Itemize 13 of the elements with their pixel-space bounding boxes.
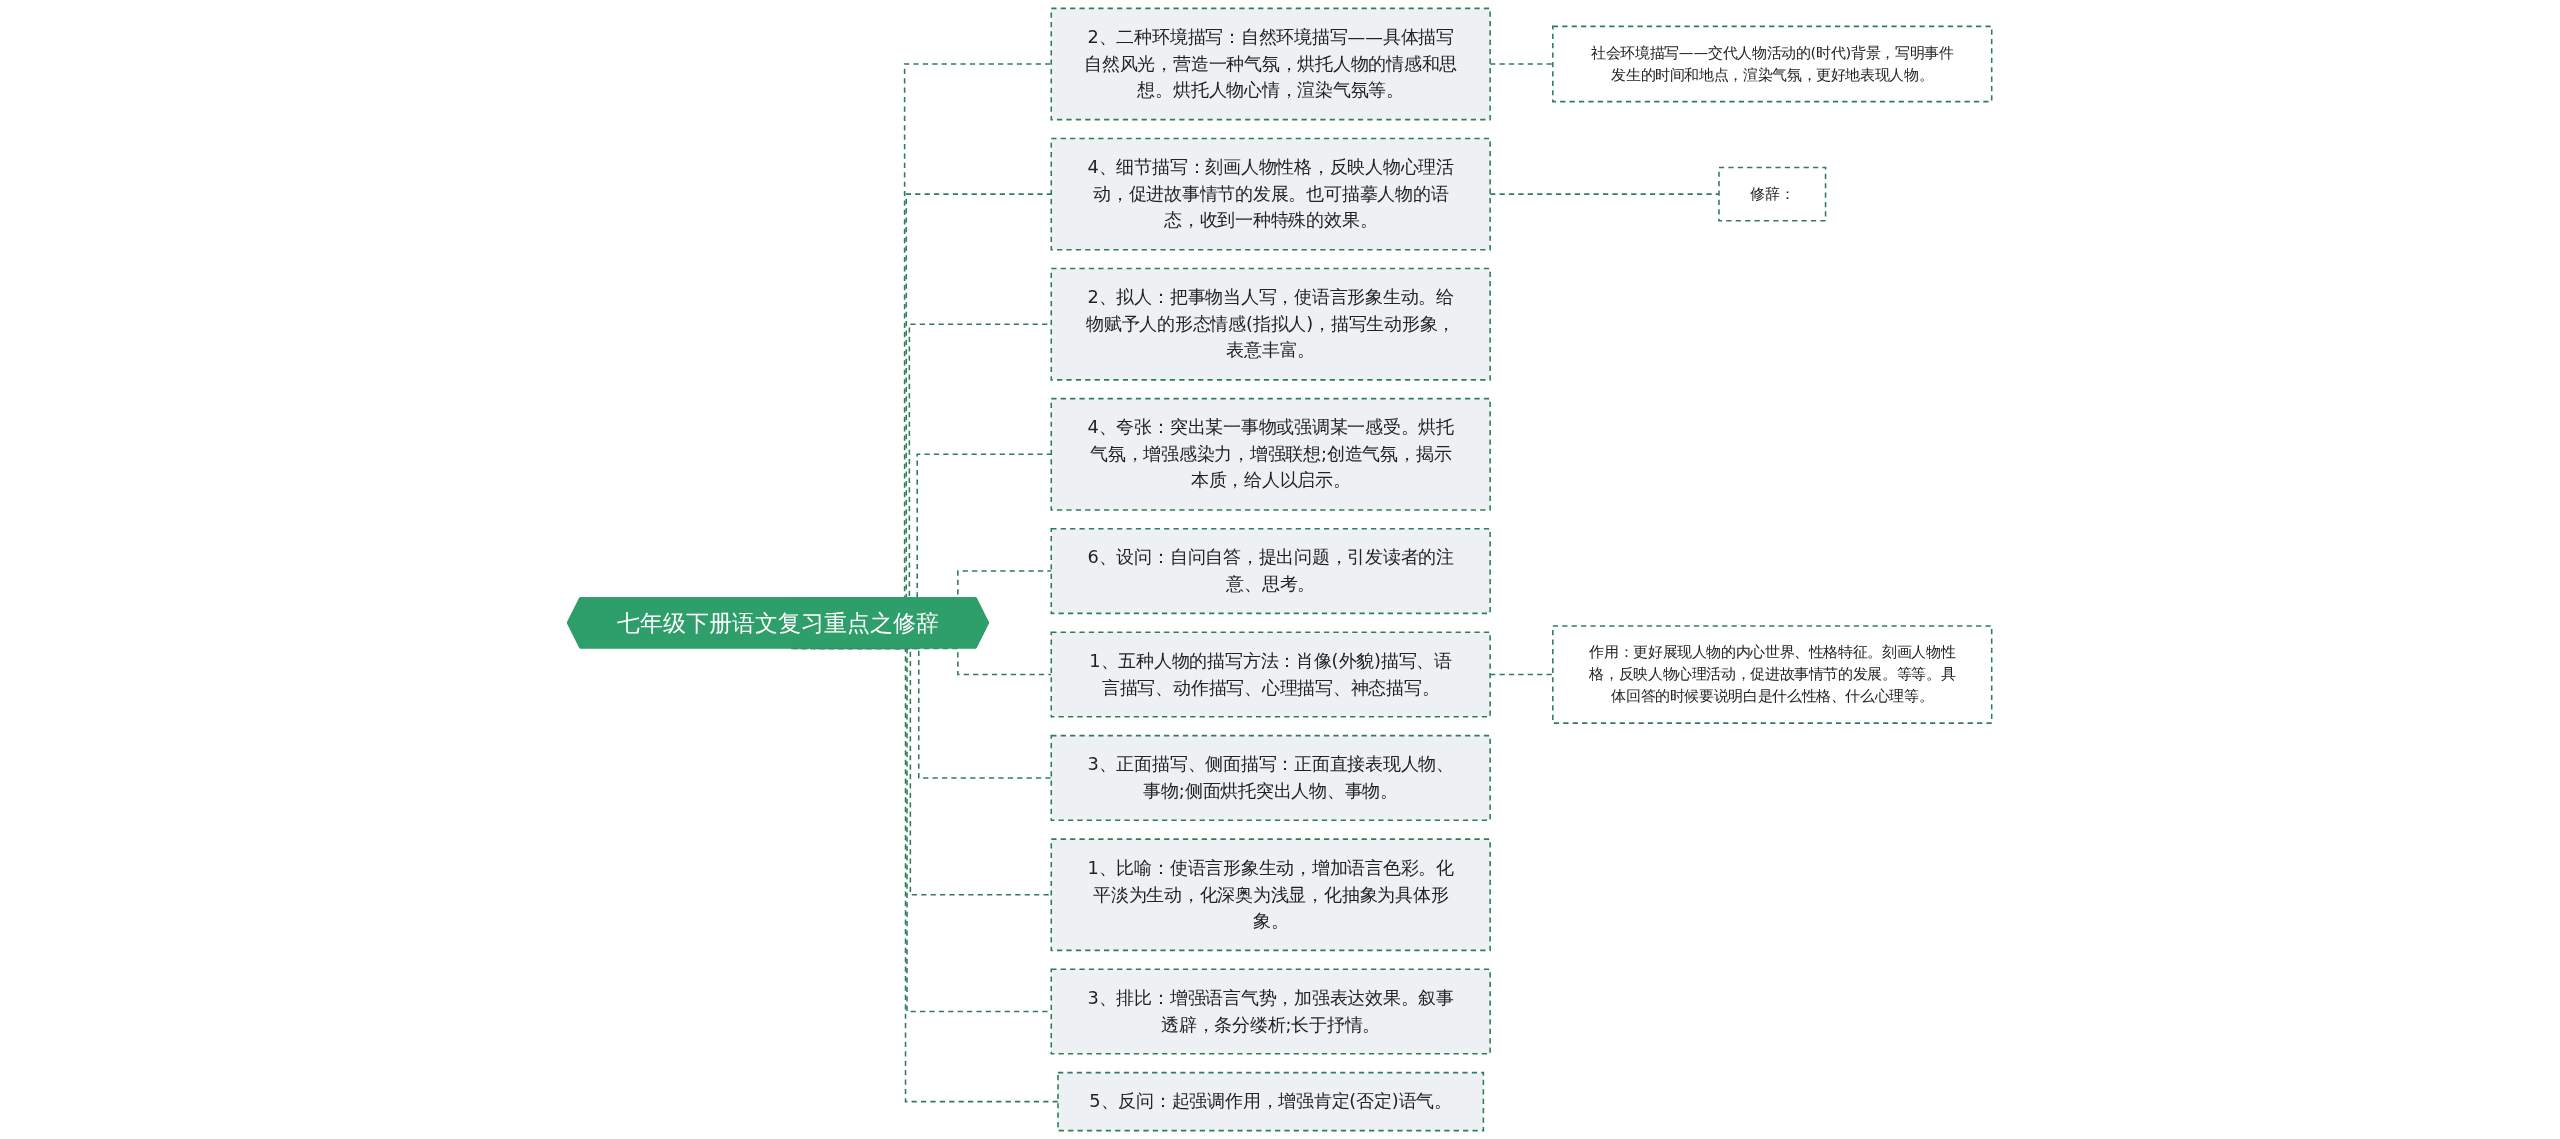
node-box: 3、正面描写、侧面描写：正面直接表现人物、事物;侧面烘托突出人物、事物。: [1050, 734, 1492, 822]
node-box: 修辞：: [1718, 166, 1827, 222]
node-box: 6、设问：自问自答，提出问题，引发读者的注意、思考。: [1050, 527, 1492, 615]
node-box: 1、比喻：使语言形象生动，增加语言色彩。化平淡为生动，化深奥为浅显，化抽象为具体形象。: [1050, 838, 1492, 952]
node-box: 5、反问：起强调作用，增强肯定(否定)语气。: [1057, 1071, 1485, 1132]
node-box: 4、夸张：突出某一事物或强调某一感受。烘托气氛，增强感染力，增强联想;创造气氛，揭示本质，给人以启示。: [1050, 397, 1492, 511]
node-box: 社会环境描写——交代人物活动的(时代)背景，写明事件发生的时间和地点，渲染气氛，更好地表现人物。: [1552, 25, 1993, 103]
node-box: 4、细节描写：刻画人物性格，反映人物心理活动，促进故事情节的发展。也可描摹人物的语态，收到一种特殊的效果。: [1050, 137, 1492, 251]
node-box: 作用：更好展现人物的内心世界、性格特征。刻画人物性格，反映人物心理活动，促进故事情节的发展。等等。具体回答的时候要说明白是什么性格、什么心理等。: [1552, 625, 1993, 724]
node-box: 2、二种环境描写：自然环境描写——具体描写自然风光，营造一种气氛，烘托人物的情感和思想。烘托人物心情，渲染气氛等。: [1050, 7, 1492, 121]
node-box: 1、五种人物的描写方法：肖像(外貌)描写、语言描写、动作描写、心理描写、神态描写。: [1050, 631, 1492, 718]
node-box: 2、拟人：把事物当人写，使语言形象生动。给物赋予人的形态情感(指拟人)，描写生动形象，表意丰富。: [1050, 267, 1492, 381]
node-box: 3、排比：增强语言气势，加强表达效果。叙事透辟，条分缕析;长于抒情。: [1050, 968, 1492, 1055]
